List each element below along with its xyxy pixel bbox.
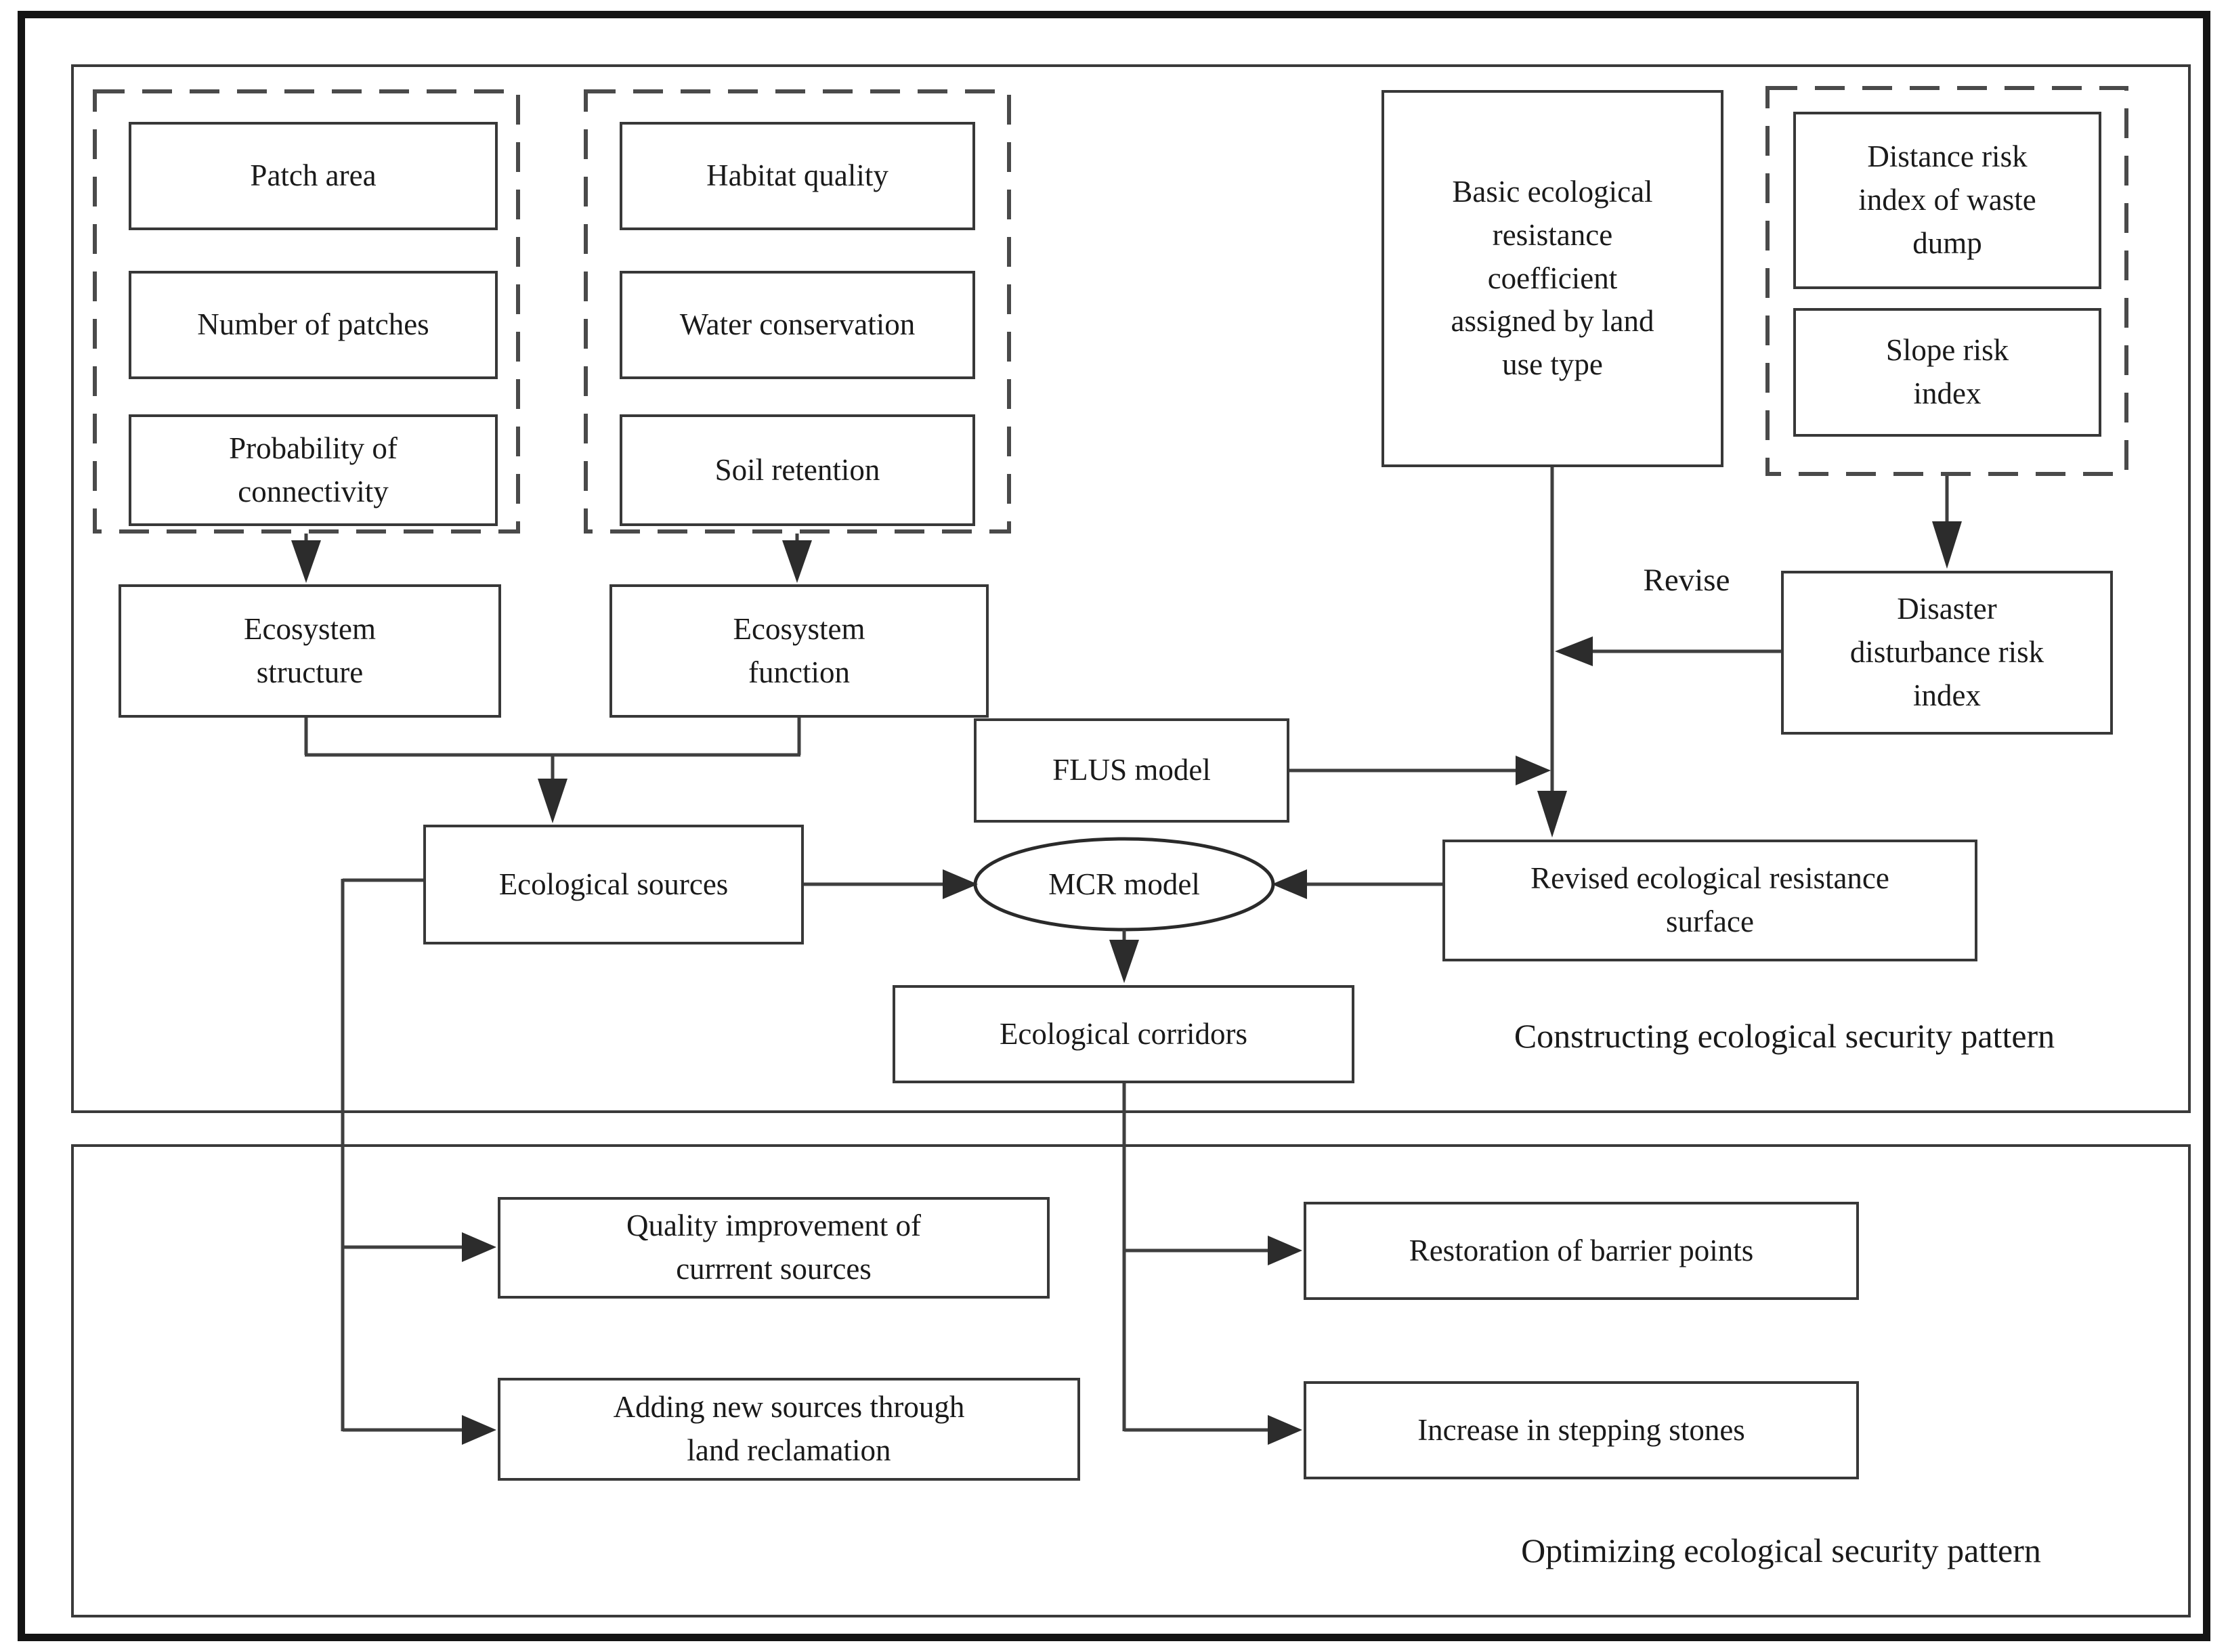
ecosystem-function-indicator-group-box	[584, 89, 1011, 534]
node-distance-risk-index: Distance risk index of waste dump	[1793, 112, 2101, 289]
node-habitat-quality: Habitat quality	[620, 122, 975, 230]
arrowhead-sources-mcr	[943, 869, 978, 899]
arrowhead-groupB-function	[782, 540, 812, 583]
node-mcr-model: MCR model	[1048, 867, 1200, 901]
node-basic-resistance: Basic ecological resistance coefficient …	[1381, 90, 1723, 467]
node-flus-model: FLUS model	[974, 718, 1289, 823]
arrowhead-into-restoration	[1268, 1236, 1302, 1265]
arrowhead-into-adding	[462, 1415, 496, 1445]
arrowhead-flus-right	[1516, 756, 1551, 785]
constructing-section-container	[71, 64, 2191, 1113]
node-revised-surface: Revised ecological resistance surface	[1442, 840, 1977, 961]
node-patch-area: Patch area	[129, 122, 498, 230]
edge-label-revise: Revise	[1643, 563, 1730, 598]
node-slope-risk-index: Slope risk index	[1793, 308, 2101, 437]
node-ecosystem-function: Ecosystem function	[609, 584, 989, 718]
constructing-section-label: Constructing ecological security pattern	[1514, 1017, 2055, 1055]
node-disaster-disturbance: Disaster disturbance risk index	[1781, 571, 2113, 735]
arrowhead-groupA-structure	[291, 540, 321, 583]
arrowhead-revise-left	[1555, 636, 1593, 666]
arrowhead-into-revised	[1537, 791, 1567, 838]
optimizing-section-container	[71, 1144, 2191, 1617]
arrowhead-into-corridors	[1109, 940, 1139, 983]
node-number-of-patches: Number of patches	[129, 271, 498, 379]
node-probability-of-connectivity: Probability of connectivity	[129, 414, 498, 526]
node-increase-stepping-stones: Increase in stepping stones	[1304, 1381, 1859, 1479]
node-ecological-corridors: Ecological corridors	[893, 985, 1354, 1083]
optimizing-section-label: Optimizing ecological security pattern	[1521, 1531, 2041, 1569]
arrowhead-into-sources	[538, 779, 567, 823]
arrowhead-into-quality	[462, 1232, 496, 1262]
node-soil-retention: Soil retention	[620, 414, 975, 526]
arrowhead-into-stepping	[1268, 1415, 1302, 1445]
node-ecosystem-structure: Ecosystem structure	[119, 584, 501, 718]
arrowhead-into-disaster	[1932, 521, 1962, 569]
arrowhead-revised-mcr	[1272, 869, 1307, 899]
node-ecological-sources: Ecological sources	[423, 825, 804, 944]
risk-index-group-box	[1765, 86, 2128, 476]
node-quality-improvement: Quality improvement of currrent sources	[498, 1197, 1050, 1299]
node-restoration-barrier-points: Restoration of barrier points	[1304, 1202, 1859, 1300]
outer-frame	[18, 11, 2210, 1641]
node-water-conservation: Water conservation	[620, 271, 975, 379]
ecosystem-structure-indicator-group-box	[93, 89, 520, 534]
node-adding-new-sources: Adding new sources through land reclamat…	[498, 1378, 1080, 1481]
